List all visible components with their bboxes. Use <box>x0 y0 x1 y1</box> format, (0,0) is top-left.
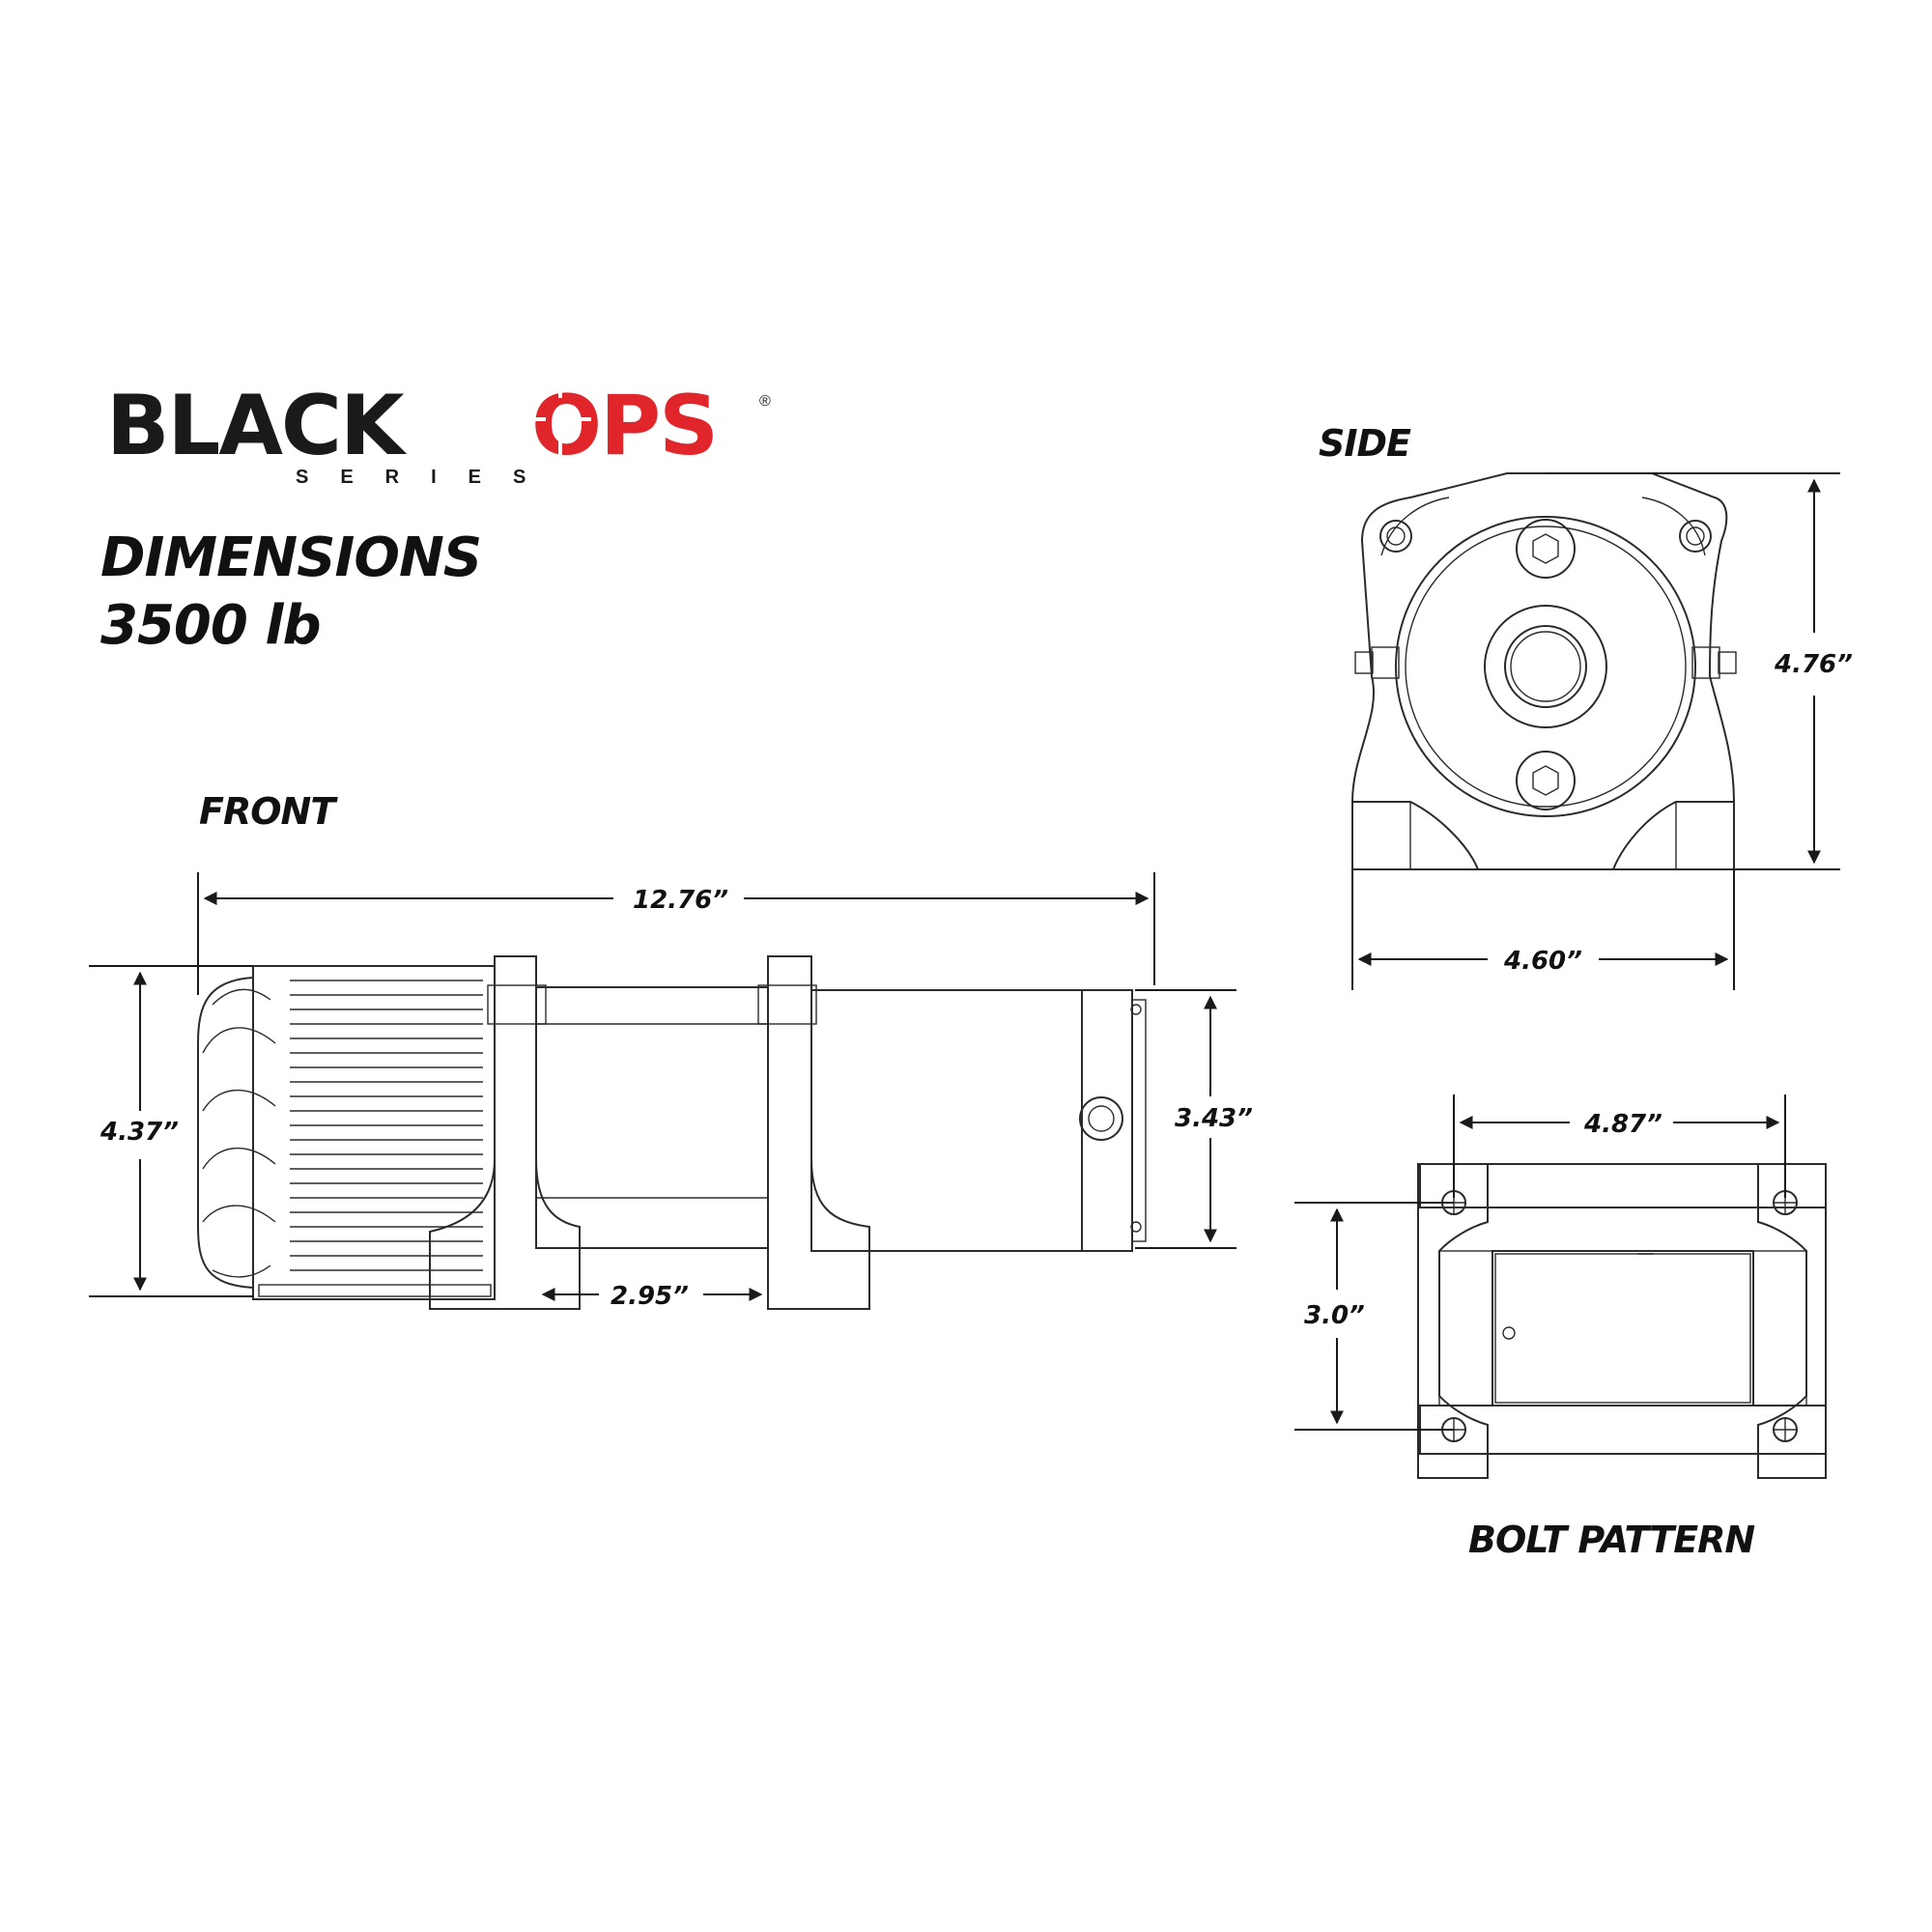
logo-series: SERIES <box>296 467 557 488</box>
page-title: DIMENSIONS <box>100 526 481 589</box>
front-view-label: FRONT <box>199 790 338 833</box>
bolt-depth-label: 3.0” <box>1304 1301 1365 1330</box>
bolt-width-label: 4.87” <box>1583 1110 1662 1139</box>
front-foot-spacing-label: 2.95” <box>611 1282 689 1311</box>
front-length-dimension: 12.76” <box>197 872 1155 995</box>
side-width-label: 4.60” <box>1503 947 1582 976</box>
bolt-pattern-drawing <box>1417 1163 1827 1479</box>
brand-logo: BLACK OPS ® SERIES <box>106 378 771 488</box>
logo-crosshair-icon <box>529 382 591 456</box>
logo-word-ops: OPS <box>531 378 717 474</box>
front-drum-height-label: 3.43” <box>1175 1104 1253 1133</box>
logo-registered-mark: ® <box>759 393 771 410</box>
front-length-label: 12.76” <box>633 886 728 915</box>
front-height-dimension: 4.37” <box>89 965 253 1297</box>
side-view-drawing <box>1351 472 1737 870</box>
bolt-width-dimension: 4.87” <box>1453 1094 1786 1198</box>
side-height-label: 4.76” <box>1774 650 1853 679</box>
bolt-hole-bottom-right <box>1773 1417 1798 1442</box>
side-view-label: SIDE <box>1319 422 1411 465</box>
motor-fins <box>290 980 483 1271</box>
front-height-label: 4.37” <box>99 1118 179 1147</box>
page-subtitle: 3500 lb <box>100 594 321 657</box>
front-view-drawing <box>197 955 1147 1310</box>
logo-word-black: BLACK <box>106 378 408 474</box>
bolt-depth-dimension: 3.0” <box>1294 1202 1454 1431</box>
side-width-dimension: 4.60” <box>1351 869 1735 990</box>
front-drum-height-dimension: 3.43” <box>1135 989 1253 1249</box>
front-foot-spacing-dimension: 2.95” <box>541 1282 763 1311</box>
side-height-dimension: 4.76” <box>1546 472 1853 870</box>
bolt-pattern-label: BOLT PATTERN <box>1468 1519 1754 1561</box>
